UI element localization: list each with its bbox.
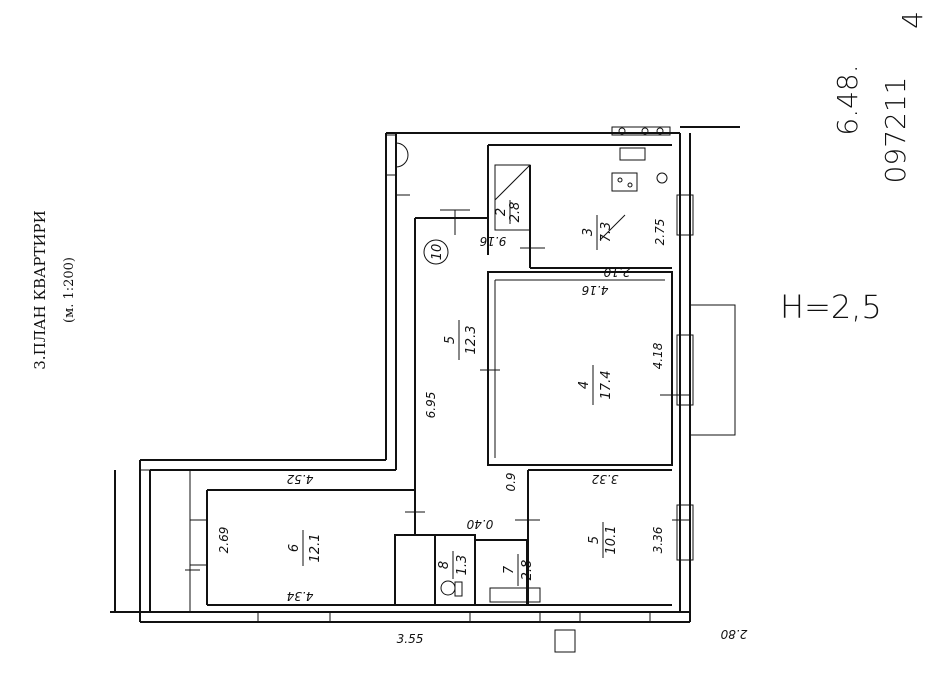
- room-5a-num: 5: [443, 336, 458, 344]
- room-5b-num: 5: [587, 536, 602, 544]
- room-3-num: 3: [581, 228, 596, 236]
- dim-09: 0.9: [504, 472, 518, 491]
- room-2-area: 2.8: [508, 202, 523, 223]
- dim-418: 4.18: [651, 342, 665, 369]
- dim-336: 3.36: [651, 526, 665, 553]
- room-8-num: 8: [437, 561, 452, 569]
- room-7-area: 2.8: [520, 560, 535, 581]
- note-line3: 4: [896, 11, 929, 29]
- dim-210: 2.10: [603, 265, 630, 279]
- note-line1: 6.48.: [831, 64, 864, 135]
- walls: [110, 126, 740, 653]
- dim-355: 3.55: [397, 632, 424, 646]
- dim-916: 9.16: [479, 234, 506, 248]
- dim-275: 2.75: [653, 219, 667, 246]
- room-6-area: 12.1: [308, 534, 323, 563]
- dim-452: 4.52: [287, 472, 314, 486]
- room-8-area: 1.3: [455, 555, 470, 576]
- dim-416: 4.16: [581, 283, 608, 297]
- plan-title-group: 3.ПЛАН КВАРТИРИ (м. 1:200): [31, 210, 77, 369]
- handwritten-notes: Н=2,5 6.48. 097211 4: [780, 11, 929, 326]
- note-line2: 097211: [879, 77, 912, 184]
- room-10-marker-circle: [423, 239, 449, 265]
- dim-434: 4.34: [287, 589, 314, 603]
- dim-269: 2.69: [217, 527, 231, 554]
- dim-332: 3.32: [592, 472, 619, 486]
- room-6-num: 6: [287, 544, 302, 552]
- plan-title: 3.ПЛАН КВАРТИРИ: [31, 210, 49, 369]
- room-4-num: 4: [577, 381, 592, 389]
- room-2-num: 2: [494, 208, 509, 216]
- room-7-num: 7: [502, 565, 517, 574]
- room-4-area: 17.4: [599, 371, 614, 400]
- dimension-labels: 2.75 2.10 9.16 4.16 4.18 6.95 3.32 3.36 …: [217, 219, 747, 646]
- door-ticks: [185, 194, 690, 571]
- plan-scale: (м. 1:200): [62, 257, 77, 323]
- room-5a-area: 12.3: [464, 326, 479, 355]
- dim-040: 0.40: [466, 517, 493, 531]
- room-10-marker: 10: [430, 244, 445, 261]
- room-5b-area: 10.1: [604, 526, 619, 555]
- ceiling-height-note: Н=2,5: [780, 288, 882, 326]
- room-3-area: 7.3: [599, 222, 614, 243]
- dim-280: 2.80: [720, 627, 747, 641]
- dim-695: 6.95: [424, 392, 438, 419]
- room-labels: 2 2.8 3 7.3 4 17.4 5 12.3 5 10.1 6 12.1 …: [287, 200, 619, 586]
